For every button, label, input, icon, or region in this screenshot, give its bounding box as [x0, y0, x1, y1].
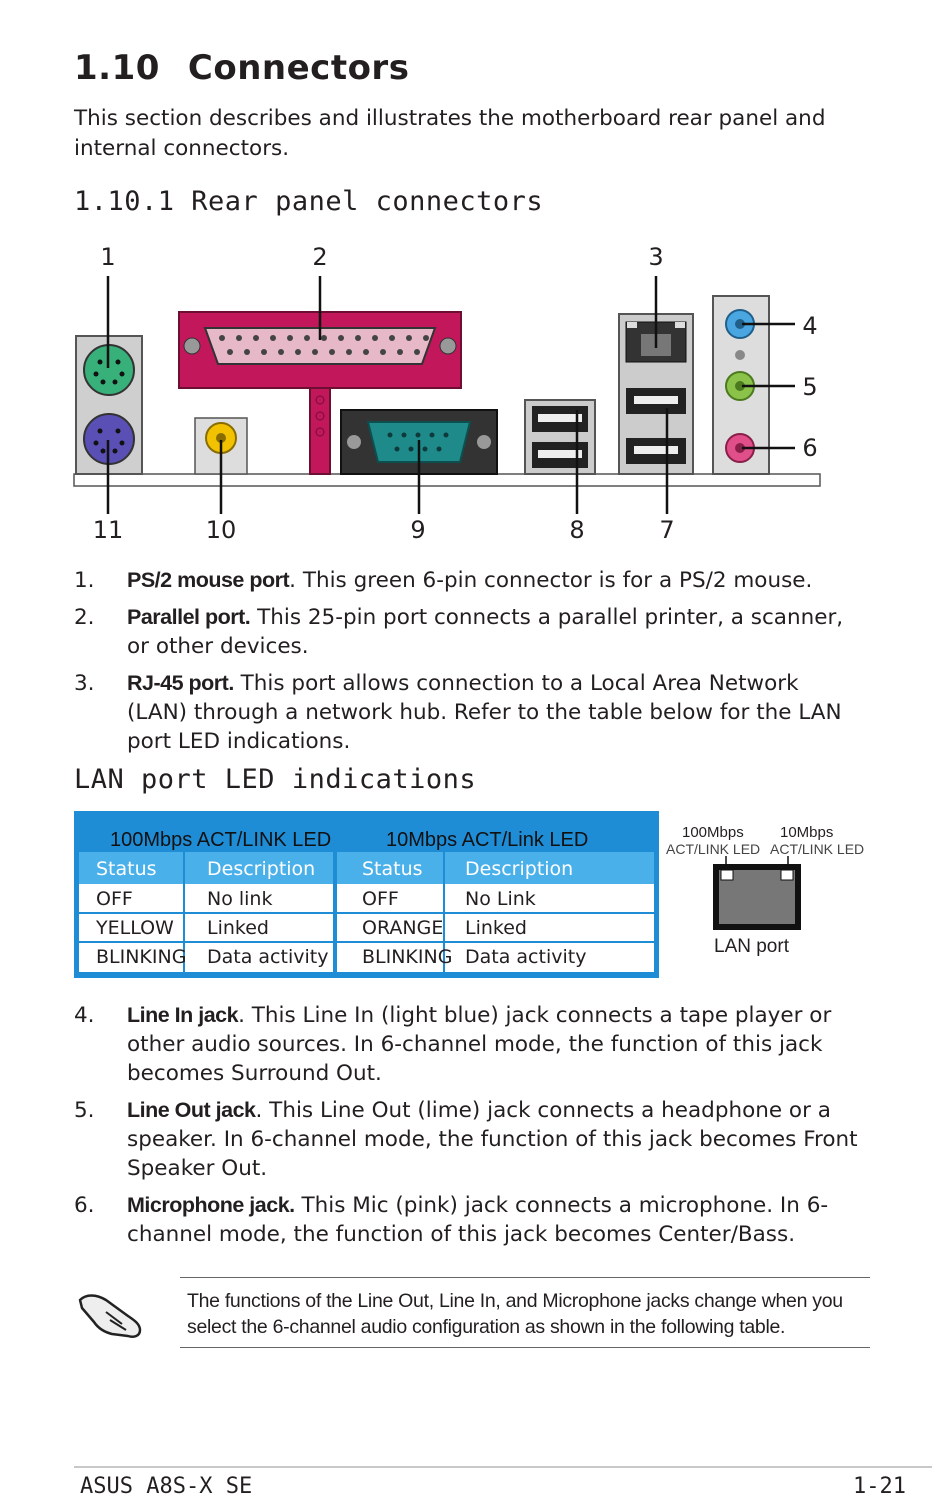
lan-cell: Data activity — [465, 946, 587, 968]
lan-label-10mbps: 10Mbps — [780, 824, 834, 841]
list-item: 5.Line Out jack. This Line Out (lime) ja… — [74, 1098, 858, 1181]
lan-cell: No Link — [465, 888, 536, 910]
rear-panel-diagram: 1 2 3 4 5 6 11 10 9 8 7 — [0, 240, 950, 550]
callout-7: 7 — [659, 516, 675, 544]
lan-label-100mbps: 100Mbps — [682, 824, 744, 841]
list-item: 2.Parallel port. This 25-pin port connec… — [74, 605, 844, 659]
connector-list-1: 1.PS/2 mouse port. This green 6-pin conn… — [74, 566, 864, 764]
leader-lines — [106, 276, 795, 514]
callout-2: 2 — [312, 243, 328, 271]
callout-5: 5 — [802, 373, 818, 401]
callout-8: 8 — [569, 516, 585, 544]
col-header-description-right: Description — [465, 858, 574, 880]
lan-cell: ORANGE — [362, 917, 444, 939]
lan-cell: OFF — [362, 888, 399, 910]
callout-6: 6 — [802, 434, 818, 462]
list-item: 3.RJ-45 port. This port allows connectio… — [74, 671, 842, 754]
lan-cell: Data activity — [207, 946, 329, 968]
lan-table-body — [79, 884, 654, 972]
lan-group-10mbps: 10Mbps ACT/Link LED — [386, 829, 589, 851]
lan-port-icon — [713, 856, 801, 930]
connector-list-2: 4.Line In jack. This Line In (light blue… — [74, 1001, 864, 1257]
col-header-description-left: Description — [207, 858, 316, 880]
lan-sub-100mbps: ACT/LINK LED — [666, 841, 761, 857]
rear-panel-drawing — [73, 276, 821, 514]
list-item: 1.PS/2 mouse port. This green 6-pin conn… — [74, 568, 813, 593]
parallel-port — [178, 311, 462, 475]
lan-port-caption: LAN port — [714, 936, 789, 957]
footer-page-number: 1-21 — [853, 1474, 906, 1499]
callout-4: 4 — [802, 312, 818, 340]
footer-rule — [74, 1466, 932, 1468]
intro-paragraph: This section describes and illustrates t… — [74, 106, 826, 161]
callout-9: 9 — [410, 516, 426, 544]
hand-note-icon — [78, 1294, 142, 1338]
lan-heading: LAN port LED indications — [74, 764, 477, 795]
list-item: 6.Microphone jack. This Mic (pink) jack … — [74, 1193, 829, 1247]
col-header-status-right: Status — [362, 858, 423, 880]
lan-cell: YELLOW — [96, 917, 174, 939]
lan-table-header-band — [79, 852, 654, 884]
list-item: 4.Line In jack. This Line In (light blue… — [74, 1003, 832, 1086]
note-text: The functions of the Line Out, Line In, … — [187, 1290, 843, 1338]
subsection-title: 1.10.1 Rear panel connectors — [74, 186, 544, 217]
lan-cell: Linked — [207, 917, 269, 939]
callout-11: 11 — [92, 516, 124, 544]
note-top-rule — [180, 1277, 870, 1278]
callout-1: 1 — [100, 243, 116, 271]
lan-cell: BLINKING — [96, 946, 187, 968]
footer-product: ASUS A8S-X SE — [80, 1474, 253, 1499]
lan-cell: OFF — [96, 888, 133, 910]
lan-group-100mbps: 100Mbps ACT/LINK LED — [110, 829, 332, 851]
col-header-status-left: Status — [96, 858, 157, 880]
lan-sub-10mbps: ACT/LINK LED — [770, 841, 865, 857]
note-bottom-rule — [180, 1347, 870, 1348]
lan-cell: BLINKING — [362, 946, 453, 968]
lan-cell: Linked — [465, 917, 527, 939]
rear-plate — [73, 473, 821, 487]
callout-10: 10 — [205, 516, 237, 544]
lan-cell: No link — [207, 888, 273, 910]
callout-3: 3 — [648, 243, 664, 271]
usb-ports-pair-1 — [524, 399, 596, 475]
